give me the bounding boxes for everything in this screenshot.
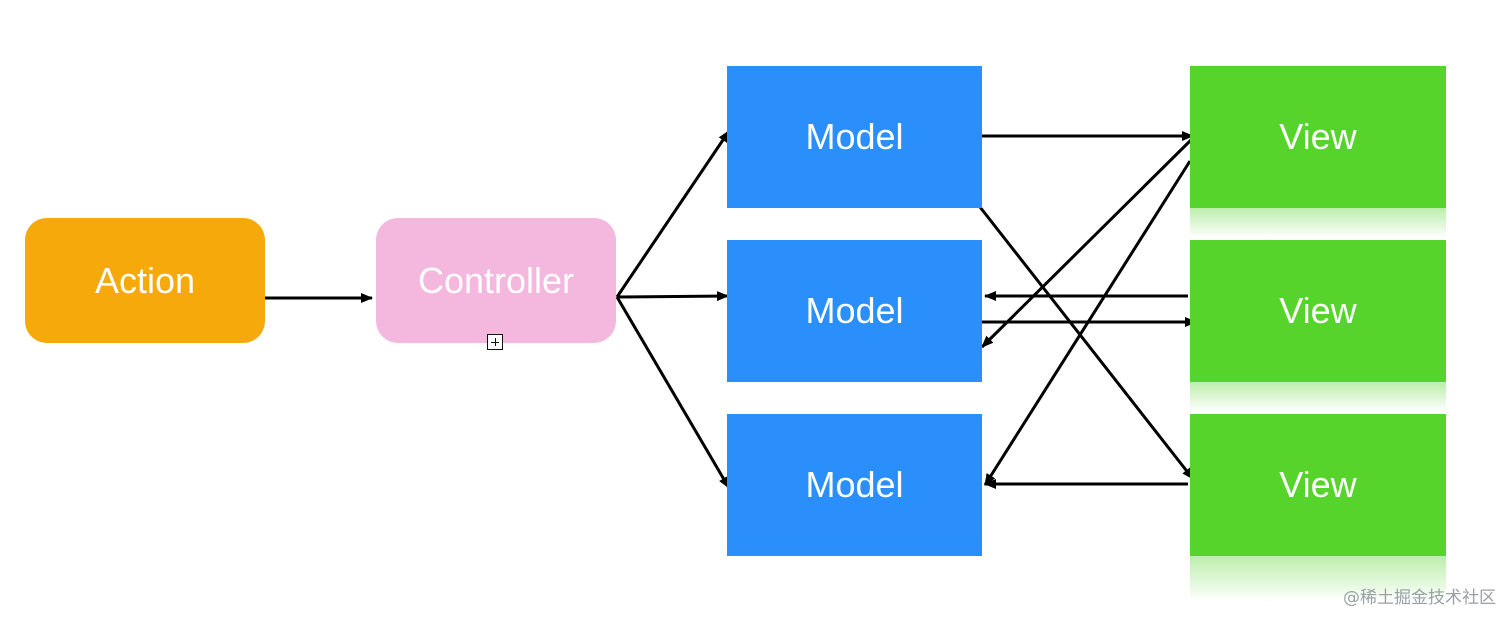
model-node-3[interactable]: Model xyxy=(727,414,982,556)
view-reflection xyxy=(1190,556,1446,602)
arrow-view-1-to-model-2 xyxy=(980,138,1193,349)
arrow-controller-to-model-3 xyxy=(615,296,731,489)
model-node-1[interactable]: Model xyxy=(727,66,982,208)
model-label: Model xyxy=(805,290,904,331)
action-node[interactable]: Action xyxy=(25,218,265,343)
view-label: View xyxy=(1279,290,1357,331)
arrow-controller-to-model-1 xyxy=(615,130,731,298)
arrow-controller-to-model-2 xyxy=(616,291,729,302)
controller-label: Controller xyxy=(417,259,575,301)
view-node-2[interactable]: View xyxy=(1190,240,1446,382)
view-reflection xyxy=(1190,382,1446,412)
view-label: View xyxy=(1279,116,1357,157)
action-label: Action xyxy=(94,259,196,301)
view-node-3[interactable]: View xyxy=(1190,414,1446,556)
model-node-2[interactable]: Model xyxy=(727,240,982,382)
view-node-1[interactable]: View xyxy=(1190,66,1446,208)
expand-icon[interactable] xyxy=(487,334,503,350)
arrow-model-1-to-view-3 xyxy=(978,206,1195,480)
watermark: @稀土掘金技术社区 xyxy=(1343,588,1496,608)
view-reflection xyxy=(1190,208,1446,238)
model-label: Model xyxy=(805,464,904,505)
view-label: View xyxy=(1279,464,1357,505)
model-label: Model xyxy=(805,116,904,157)
controller-node[interactable]: Controller xyxy=(376,218,616,343)
